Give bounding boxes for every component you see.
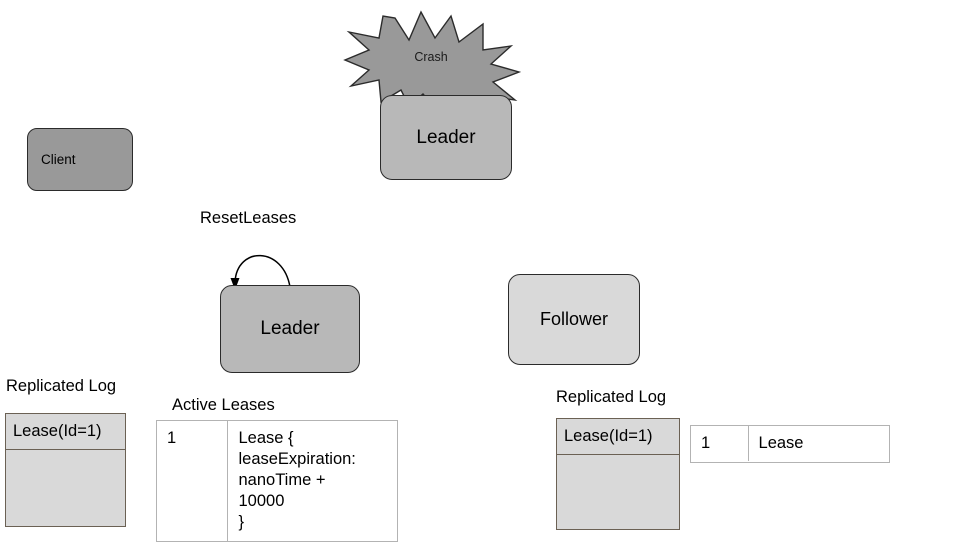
self-loop-label: ResetLeases bbox=[200, 209, 297, 227]
table-row: 1 Lease { leaseExpiration: nanoTime + 10… bbox=[157, 421, 397, 541]
active-leases-caption: Active Leases bbox=[172, 396, 275, 414]
follower-leases-table[interactable]: 1 Lease bbox=[690, 425, 890, 463]
node-follower[interactable]: Follower bbox=[508, 274, 640, 365]
node-leader-crashed[interactable]: Leader bbox=[380, 95, 512, 180]
left-replicated-log-caption: Replicated Log bbox=[6, 377, 117, 395]
lease-value-cell: Lease { leaseExpiration: nanoTime + 1000… bbox=[238, 429, 356, 532]
node-client[interactable]: Client bbox=[27, 128, 133, 191]
node-client-label: Client bbox=[41, 151, 76, 167]
left-replicated-log[interactable]: Lease(Id=1) bbox=[5, 413, 126, 527]
crash-icon-group: Crash bbox=[343, 10, 521, 108]
lease-value-cell: Lease bbox=[758, 434, 804, 452]
node-leader-crashed-label: Leader bbox=[416, 126, 476, 148]
table-row: 1 Lease bbox=[691, 426, 889, 462]
node-leader-new[interactable]: Leader bbox=[220, 285, 360, 373]
log-entry: Lease(Id=1) bbox=[557, 419, 679, 455]
lease-index-cell: 1 bbox=[691, 426, 749, 462]
log-entry: Lease(Id=1) bbox=[6, 414, 125, 450]
self-loop-arrow-group bbox=[215, 240, 385, 300]
right-replicated-log[interactable]: Lease(Id=1) bbox=[556, 418, 680, 530]
crash-label: Crash bbox=[414, 50, 448, 64]
node-leader-new-label: Leader bbox=[260, 318, 320, 340]
right-replicated-log-caption: Replicated Log bbox=[556, 388, 667, 406]
lease-index-cell: 1 bbox=[157, 421, 229, 541]
node-follower-label: Follower bbox=[539, 309, 609, 330]
active-leases-table[interactable]: 1 Lease { leaseExpiration: nanoTime + 10… bbox=[156, 420, 398, 542]
self-loop-arrow-icon bbox=[230, 254, 291, 290]
